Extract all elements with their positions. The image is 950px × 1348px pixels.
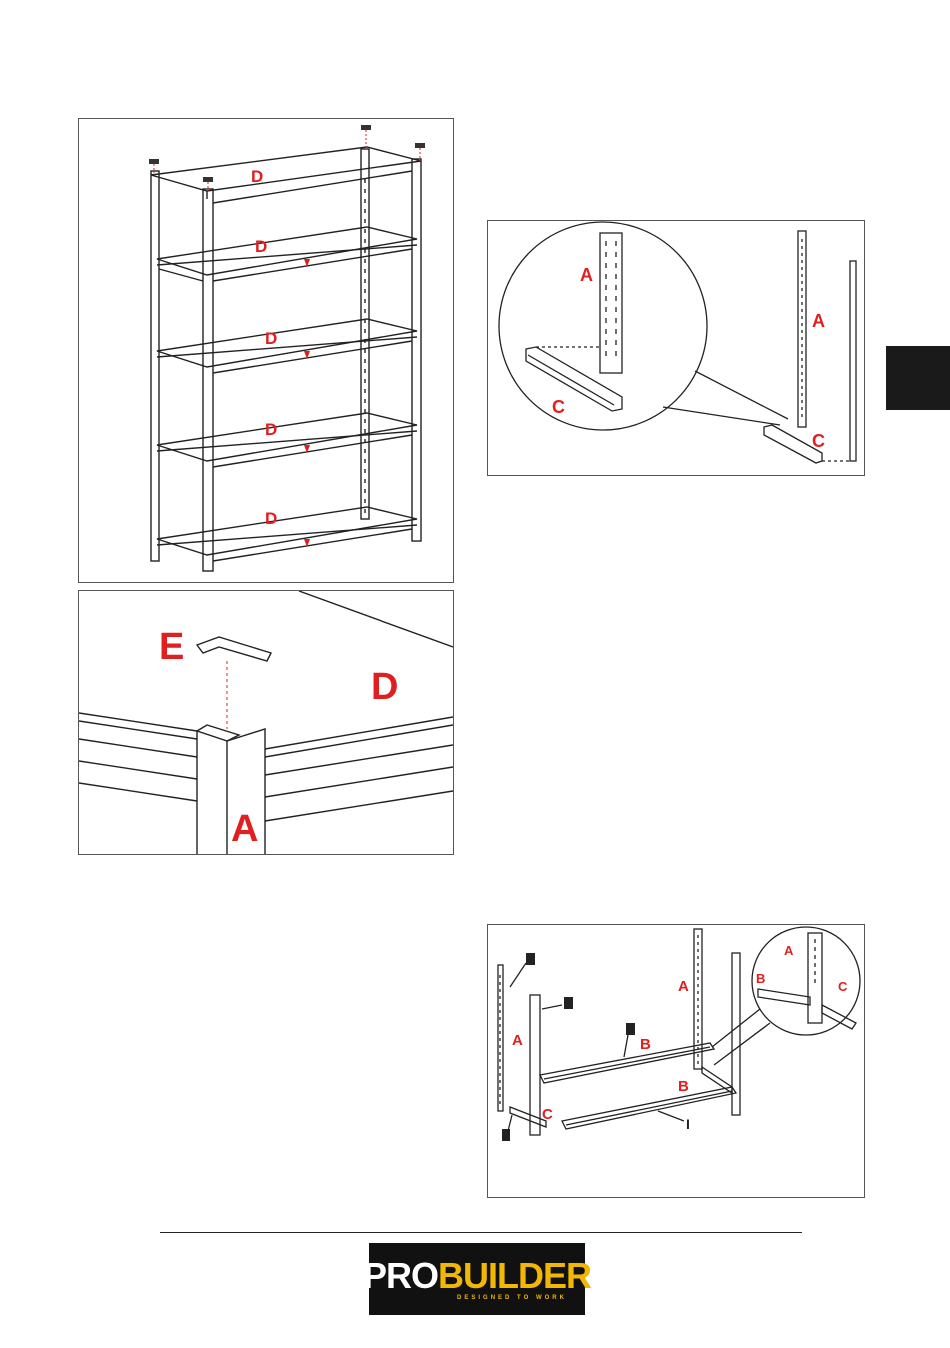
shelf-label-4: D (265, 420, 277, 439)
zoom-right-beam-label: C (838, 979, 848, 994)
logo-pro: PRO (363, 1255, 438, 1296)
beam-front-label: B (678, 1078, 689, 1095)
chapter-tab (886, 346, 950, 410)
zoom-left-beam-label: B (756, 971, 765, 986)
upright-right-label: A (678, 978, 689, 995)
frame-assembly-drawing: A A B B C A B C I (488, 925, 864, 1197)
logo-wordmark: PROBUILDER (363, 1257, 591, 1295)
beam-label-right: C (812, 431, 825, 451)
logo-tagline: DESIGNED TO WORK (457, 1295, 567, 1301)
cap-label: E (159, 626, 184, 668)
beam-connection-drawing: A C A C (488, 221, 864, 475)
frame-assembly-figure: A A B B C A B C I (487, 924, 865, 1198)
shelf-label-2: D (255, 237, 267, 256)
zoom-upright-label: A (580, 265, 593, 285)
upright-label-right: A (812, 311, 825, 331)
footer-divider (160, 1232, 802, 1233)
beam-connection-figure: A C A C (487, 220, 865, 476)
shelf-label-1: D (251, 167, 263, 186)
shelf-label-5: D (265, 509, 277, 528)
upright-left-label: A (512, 1032, 523, 1049)
shelf-label-3: D (265, 329, 277, 348)
zoom-beam-label: C (552, 397, 565, 417)
upright-label: A (231, 808, 258, 850)
board-label: D (371, 666, 398, 708)
callout-label: I (686, 1116, 690, 1132)
shelf-unit-drawing: D D D D D (79, 119, 453, 582)
shelf-unit-figure: D D D D D (78, 118, 454, 583)
zoom-upright-label: A (784, 943, 794, 958)
beam-back-label: B (640, 1036, 651, 1053)
probuilder-logo: PROBUILDER DESIGNED TO WORK (369, 1243, 585, 1315)
corner-cap-figure: E D A (78, 590, 454, 855)
corner-cap-drawing: E D A (79, 591, 453, 854)
short-beam-label: C (542, 1106, 553, 1123)
logo-builder: BUILDER (438, 1255, 591, 1296)
